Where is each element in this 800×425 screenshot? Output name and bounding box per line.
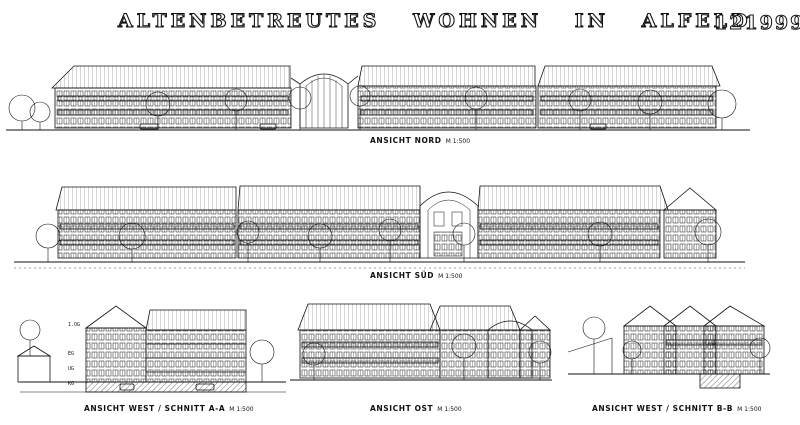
caption-scale: M 1:500 bbox=[438, 273, 463, 280]
north-elevation bbox=[6, 65, 750, 131]
caption-text: ANSICHT OST bbox=[370, 404, 434, 413]
caption-text: ANSICHT WEST / SCHNITT B-B bbox=[592, 404, 734, 413]
title-word: ALTENBETREUTES bbox=[117, 9, 381, 32]
caption-scale: M 1:500 bbox=[737, 406, 762, 413]
level-label: KG bbox=[68, 381, 75, 387]
caption-scale: M 1:500 bbox=[437, 406, 462, 413]
caption-scale: M 1:500 bbox=[229, 406, 254, 413]
sheet-title: ALTENBETREUTES WOHNEN IN ALFELD bbox=[117, 9, 752, 32]
level-label: EG bbox=[68, 351, 75, 357]
south-elevation bbox=[14, 185, 745, 269]
west-section-b bbox=[567, 305, 771, 389]
title-word: IN bbox=[574, 9, 609, 32]
west-section-a bbox=[16, 305, 286, 393]
caption-text: ANSICHT SÜD bbox=[370, 271, 435, 280]
project-number: 121999 bbox=[713, 12, 800, 35]
caption-text: ANSICHT NORD bbox=[370, 136, 442, 145]
level-label: 1.OG bbox=[68, 322, 81, 328]
level-label: UG bbox=[68, 366, 75, 372]
east-elevation bbox=[290, 303, 552, 381]
title-word: ALFELD bbox=[641, 9, 752, 32]
title-word: WOHNEN bbox=[412, 9, 543, 32]
caption-scale: M 1:500 bbox=[445, 138, 471, 145]
caption-text: ANSICHT WEST / SCHNITT A-A bbox=[84, 404, 226, 413]
